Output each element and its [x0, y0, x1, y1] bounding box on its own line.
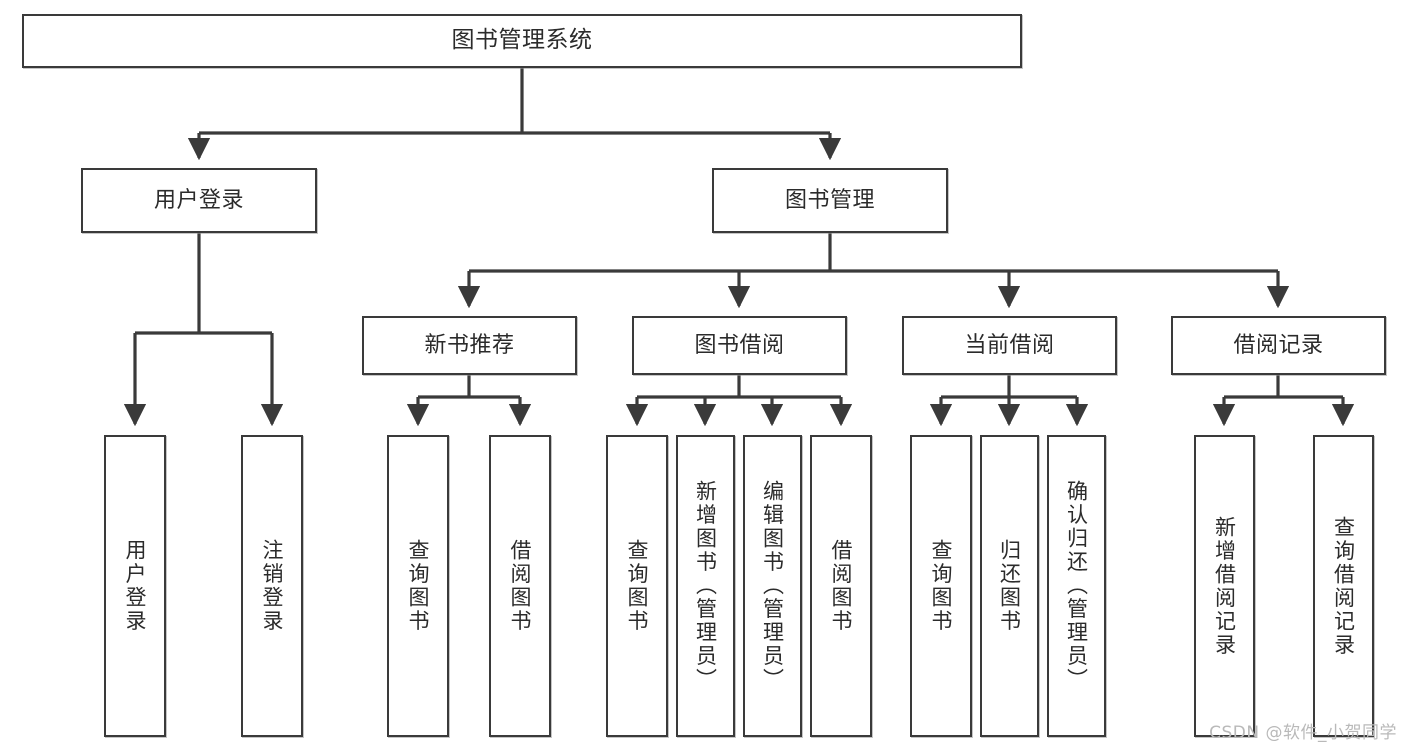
leaf-add-book-label: 新增图书（管理员） — [693, 480, 718, 692]
node-book-borrow-label: 图书借阅 — [694, 332, 785, 358]
leaf-add-record[interactable]: 新增借阅记录 — [1194, 435, 1255, 737]
node-new-book-rec[interactable]: 新书推荐 — [362, 316, 577, 375]
node-borrow-record-label: 借阅记录 — [1233, 332, 1324, 358]
leaf-borrow-book-1[interactable]: 借阅图书 — [489, 435, 551, 737]
node-borrow-record[interactable]: 借阅记录 — [1171, 316, 1386, 375]
leaf-borrow-book-2-label: 借阅图书 — [829, 539, 854, 633]
leaf-logout-label: 注销登录 — [260, 539, 285, 633]
leaf-logout[interactable]: 注销登录 — [241, 435, 303, 737]
node-root[interactable]: 图书管理系统 — [22, 14, 1022, 68]
node-user-login-label: 用户登录 — [153, 187, 244, 213]
node-book-manage-label: 图书管理 — [784, 187, 875, 213]
leaf-return-book[interactable]: 归还图书 — [980, 435, 1039, 737]
leaf-user-login[interactable]: 用户登录 — [104, 435, 166, 737]
leaf-edit-book[interactable]: 编辑图书（管理员） — [743, 435, 802, 737]
node-root-label: 图书管理系统 — [451, 27, 593, 54]
node-current-borrow-label: 当前借阅 — [964, 332, 1055, 358]
leaf-add-book[interactable]: 新增图书（管理员） — [676, 435, 735, 737]
node-user-login[interactable]: 用户登录 — [81, 168, 317, 233]
leaf-query-book-2[interactable]: 查询图书 — [606, 435, 668, 737]
leaf-borrow-book-2[interactable]: 借阅图书 — [810, 435, 872, 737]
leaf-confirm-return-label: 确认归还（管理员） — [1064, 480, 1089, 692]
node-new-book-rec-label: 新书推荐 — [424, 332, 515, 358]
leaf-query-book-3[interactable]: 查询图书 — [910, 435, 972, 737]
leaf-confirm-return[interactable]: 确认归还（管理员） — [1047, 435, 1106, 737]
watermark: CSDN @软件_小贺同学 — [1209, 723, 1397, 743]
leaf-query-record-label: 查询借阅记录 — [1331, 515, 1356, 657]
leaf-query-record[interactable]: 查询借阅记录 — [1313, 435, 1374, 737]
leaf-user-login-label: 用户登录 — [123, 539, 148, 633]
leaf-borrow-book-1-label: 借阅图书 — [508, 539, 533, 633]
leaf-edit-book-label: 编辑图书（管理员） — [760, 480, 785, 692]
node-book-borrow[interactable]: 图书借阅 — [632, 316, 847, 375]
leaf-query-book-2-label: 查询图书 — [625, 539, 650, 633]
leaf-query-book-1[interactable]: 查询图书 — [387, 435, 449, 737]
leaf-query-book-1-label: 查询图书 — [406, 539, 431, 633]
leaf-query-book-3-label: 查询图书 — [929, 539, 954, 633]
node-book-manage[interactable]: 图书管理 — [712, 168, 948, 233]
node-current-borrow[interactable]: 当前借阅 — [902, 316, 1117, 375]
leaf-return-book-label: 归还图书 — [997, 539, 1022, 633]
leaf-add-record-label: 新增借阅记录 — [1212, 515, 1237, 657]
